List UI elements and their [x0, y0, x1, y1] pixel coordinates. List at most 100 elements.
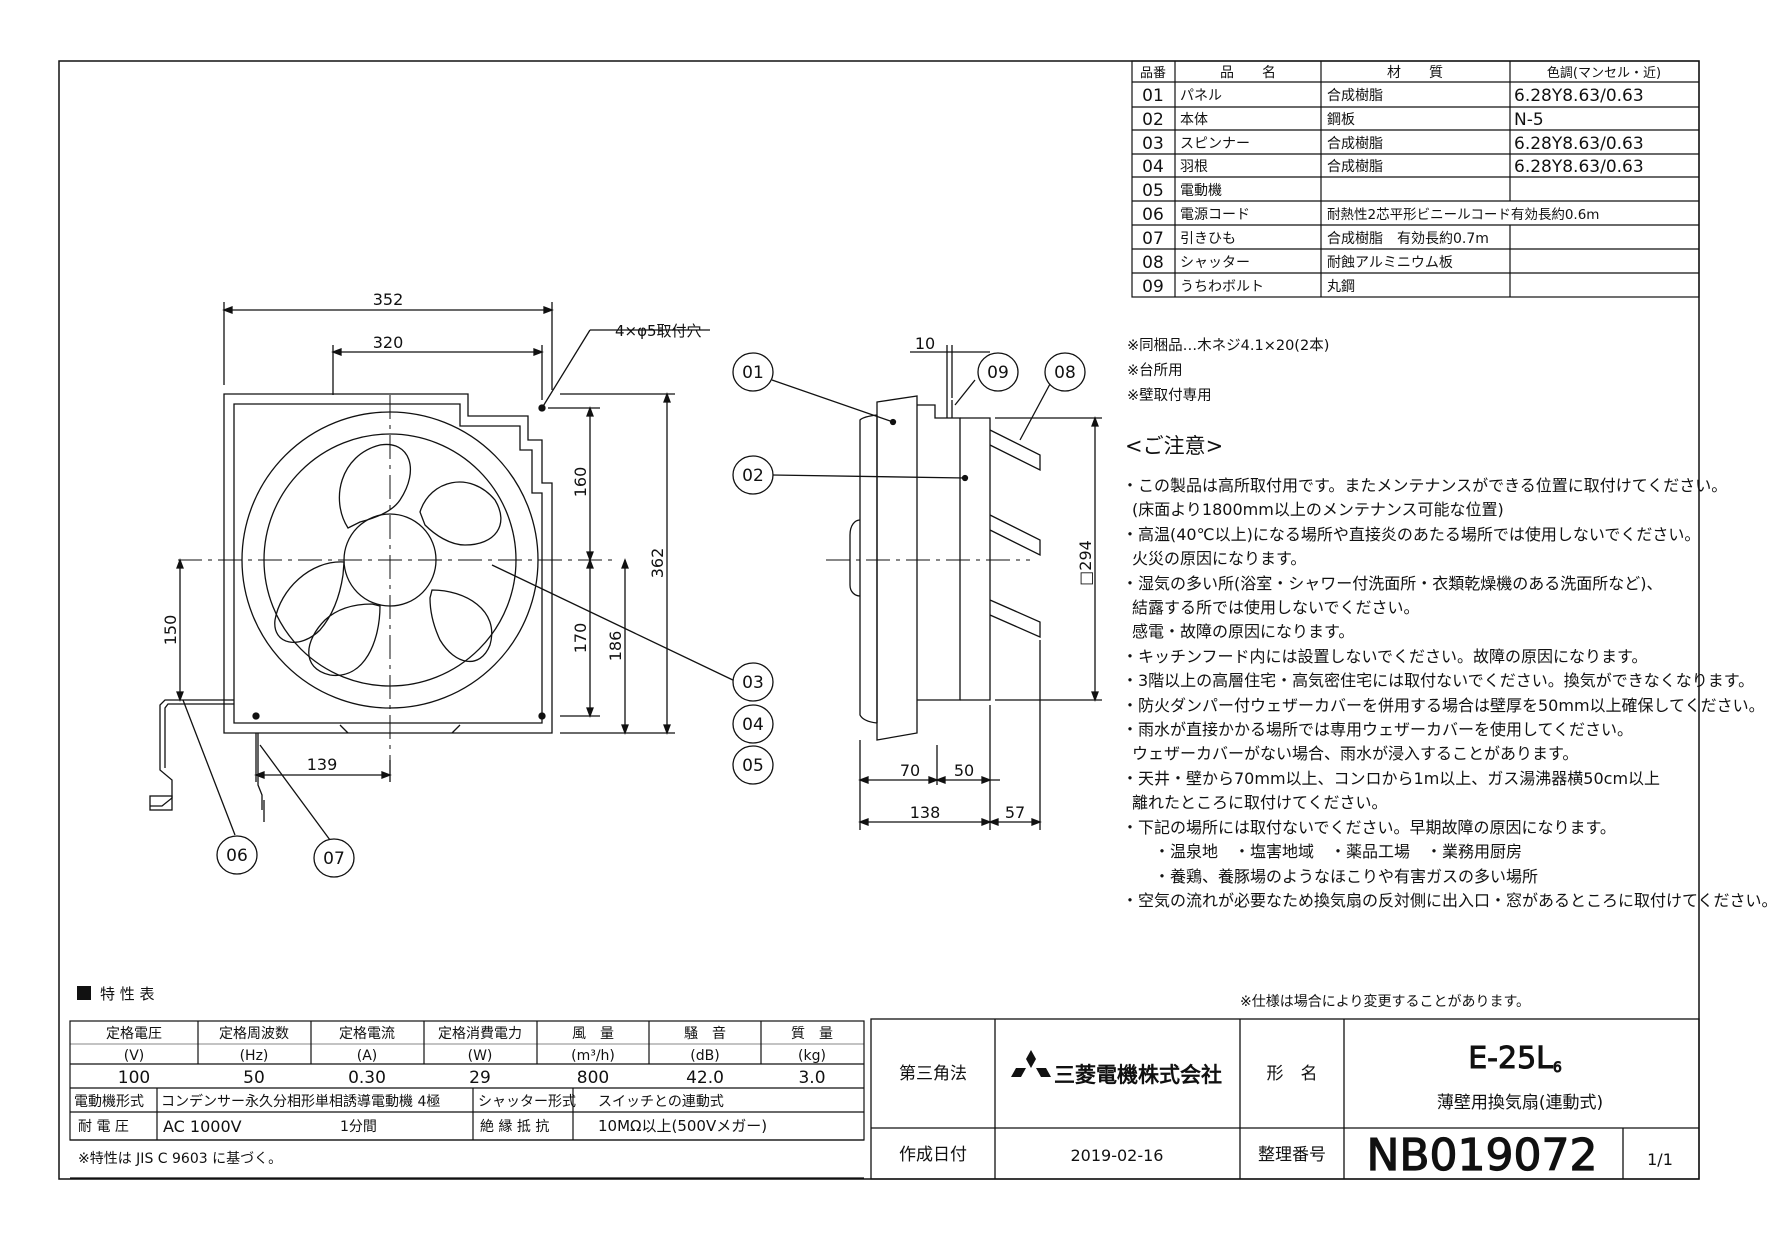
dim-cord-offset: 139	[307, 755, 338, 774]
spec-footnote: ※特性は JIS C 9603 に基づく。	[78, 1150, 282, 1167]
parts-row-name: シャッター	[1180, 255, 1250, 271]
spec-header-unit: (A)	[357, 1048, 378, 1064]
parts-header-color: 色調(マンセル・近)	[1547, 65, 1661, 81]
spec-header-unit: (dB)	[690, 1048, 719, 1064]
dim-depth-front: 70	[900, 761, 920, 780]
spec-title: 特 性 表	[100, 985, 155, 1003]
spec-header-label: 定格周波数	[219, 1026, 289, 1042]
parts-row-no: 07	[1142, 229, 1164, 249]
parts-row-name: 本体	[1180, 112, 1208, 128]
title-block	[870, 1018, 1700, 1180]
date-label: 作成日付	[899, 1145, 967, 1165]
balloon-04: 04	[742, 715, 764, 735]
parts-row-no: 06	[1142, 205, 1164, 225]
dim-width-holes: 320	[373, 333, 404, 352]
company-logo	[1011, 1050, 1051, 1077]
parts-row-color: 6.28Y8.63/0.63	[1514, 134, 1644, 154]
caution-line: ・湿気の多い所(浴室・シャワー付洗面所・衣類乾燥機のある洗面所など)、	[1122, 573, 1663, 593]
spec-header-unit: (kg)	[798, 1048, 826, 1064]
caution-line: 結露する所では使用しないでください。	[1132, 598, 1420, 618]
caution-line: ウェザーカバーがない場合、雨水が浸入することがあります。	[1132, 744, 1579, 764]
caution-line: ・温泉地 ・塩害地域 ・薬品工場 ・業務用厨房	[1154, 842, 1523, 862]
accessory-note: ※同梱品…木ネジ4.1×20(2本)	[1127, 338, 1330, 354]
projection-label: 第三角法	[899, 1064, 967, 1084]
parts-row-no: 01	[1142, 86, 1164, 106]
parts-row-no: 08	[1142, 253, 1164, 273]
parts-row-material: 耐熱性2芯平形ビニールコード有効長約0.6m	[1327, 207, 1599, 223]
caution-line: 離れたところに取付けてください。	[1132, 793, 1388, 813]
product-name: 薄壁用換気扇(連動式)	[1437, 1093, 1603, 1113]
parts-row-no: 05	[1142, 181, 1164, 201]
date-value: 2019-02-16	[1071, 1146, 1164, 1165]
model-label: 形 名	[1267, 1064, 1318, 1084]
parts-table	[1131, 60, 1700, 298]
balloon-02: 02	[742, 466, 764, 486]
spec-value-frequency: 50	[243, 1068, 265, 1088]
parts-row-name: 電動機	[1180, 183, 1222, 199]
spec-value-noise: 42.0	[686, 1068, 724, 1088]
dim-depth-total: 138	[910, 803, 941, 822]
caution-line: (床面より1800mm以上のメンテナンス可能な位置)	[1132, 500, 1504, 520]
caution-line: ・高温(40℃以上)になる場所や直接炎のあたる場所では使用しないでください。	[1122, 524, 1701, 544]
parts-row-name: 羽根	[1180, 159, 1208, 175]
balloon-01: 01	[742, 363, 764, 383]
parts-row-no: 04	[1142, 157, 1164, 177]
parts-header-material: 材 質	[1387, 65, 1443, 81]
motor-value: コンデンサー永久分相形単相誘導電動機 4極	[161, 1093, 440, 1110]
spec-value-airflow: 800	[577, 1068, 609, 1088]
dim-diameter: □294	[1076, 540, 1095, 586]
parts-header-no: 品番	[1140, 66, 1166, 81]
spec-table-text: 定格電圧 (V) 定格周波数 (Hz) 定格電流 (A) 定格消費電力 (W) …	[74, 1025, 833, 1167]
parts-row-no: 02	[1142, 110, 1164, 130]
spec-header-unit: (W)	[468, 1048, 493, 1064]
withstand-value: AC 1000V	[163, 1117, 242, 1136]
spec-value-mass: 3.0	[798, 1068, 825, 1088]
balloon-05: 05	[742, 756, 764, 776]
insulation-label: 絶 縁 抵 抗	[480, 1119, 549, 1135]
parts-row-name: 電源コード	[1180, 207, 1250, 223]
spec-value-current: 0.30	[348, 1068, 386, 1088]
spec-header-unit: (Hz)	[240, 1048, 269, 1064]
company-name: 三菱電機株式会社	[1054, 1063, 1222, 1087]
caution-line: ・養鶏、養豚場のようなほこりや有害ガスの多い場所	[1154, 866, 1539, 886]
shutter-label: シャッター形式	[478, 1094, 576, 1110]
caution-line: ・雨水が直接かかる場所では専用ウェザーカバーを使用してください。	[1122, 720, 1634, 740]
withstand-label: 耐 電 圧	[78, 1119, 129, 1135]
caution-title: <ご注意>	[1125, 434, 1224, 458]
parts-row-material: 鋼板	[1327, 112, 1355, 128]
spec-value-voltage: 100	[118, 1068, 150, 1088]
spec-header-label: 騒 音	[684, 1025, 726, 1042]
hole-note: 4×φ5取付穴	[615, 322, 702, 340]
accessory-note: ※台所用	[1127, 363, 1183, 379]
front-view-dimensions: 352 320 160 170 186 362 150 139 4×φ5取付穴	[161, 290, 702, 774]
dim-height-total: 362	[648, 548, 667, 579]
model-sub: 6	[1553, 1060, 1562, 1076]
dim-height-upper: 160	[571, 467, 590, 498]
sheet-number: 1/1	[1647, 1150, 1673, 1169]
model-main: E-25L	[1468, 1041, 1553, 1076]
parts-row-color: N-5	[1514, 110, 1544, 130]
withstand-time: 1分間	[340, 1119, 377, 1135]
shutter-value: スイッチとの連動式	[598, 1094, 724, 1110]
caution-line: ・防火ダンパー付ウェザーカバーを併用する場合は壁厚を50mm以上確保してください…	[1122, 695, 1765, 715]
parts-row-no: 03	[1142, 134, 1164, 154]
balloons	[216, 352, 1086, 878]
dim-cord-height: 150	[161, 615, 180, 646]
parts-row-material: 合成樹脂	[1327, 159, 1383, 175]
parts-row-name: スピンナー	[1180, 136, 1250, 152]
caution-line: 感電・故障の原因になります。	[1132, 622, 1355, 642]
parts-row-material: 丸鋼	[1327, 279, 1355, 295]
caution-line: ・キッチンフード内には設置しないでください。故障の原因になります。	[1122, 646, 1648, 666]
spec-header-unit: (V)	[124, 1048, 145, 1064]
balloon-09: 09	[987, 363, 1009, 383]
spec-title-square	[77, 986, 91, 1000]
caution-line: ・この製品は高所取付用です。またメンテナンスができる位置に取付けてください。	[1122, 476, 1728, 495]
parts-row-material: 合成樹脂	[1327, 88, 1383, 104]
dim-height-lower: 170	[571, 623, 590, 654]
spec-change-note: ※仕様は場合により変更することがあります。	[1240, 993, 1530, 1010]
parts-row-material: 耐蝕アルミニウム板	[1327, 254, 1453, 271]
parts-header-name: 品 名	[1220, 65, 1276, 81]
parts-row-color: 6.28Y8.63/0.63	[1514, 157, 1644, 177]
side-view	[771, 345, 1102, 830]
